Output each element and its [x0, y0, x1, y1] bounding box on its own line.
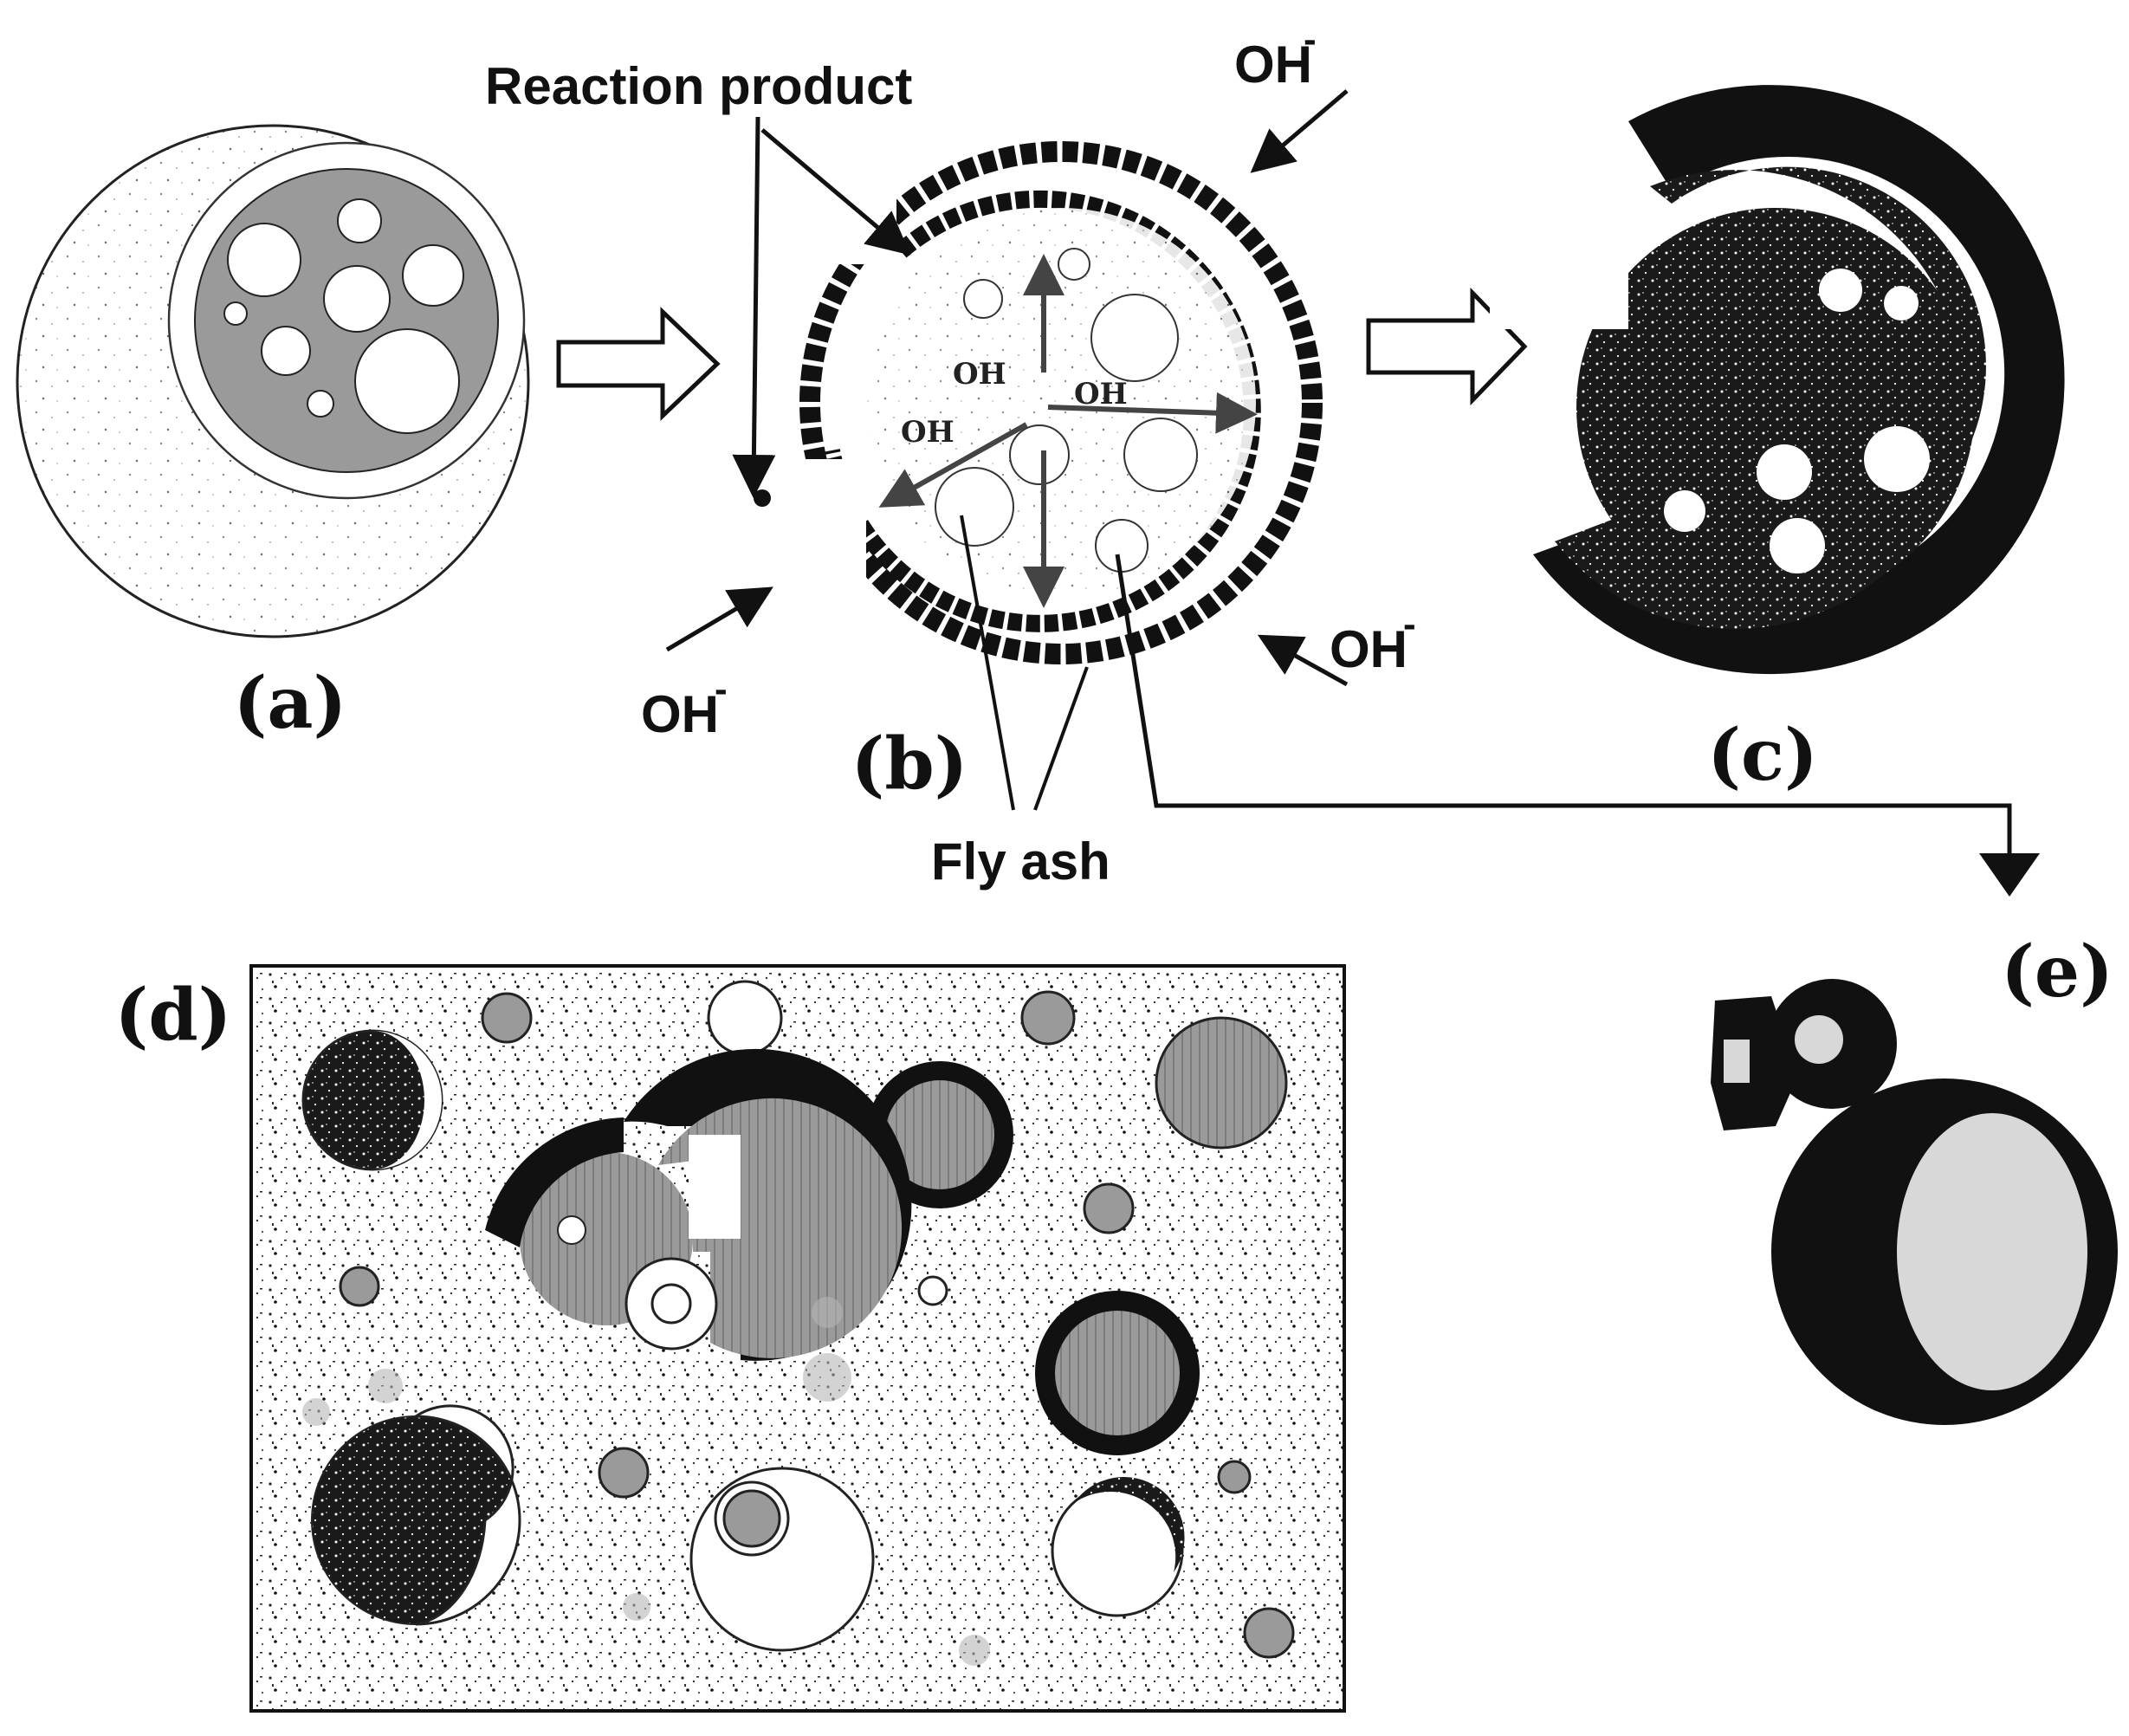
- label-a: (a): [234, 662, 347, 745]
- svg-text:-: -: [715, 668, 728, 710]
- reaction-product-leader-1: [732, 116, 776, 498]
- connector-arrowhead: [1979, 853, 2040, 897]
- panel-a-particle: [16, 124, 530, 638]
- fly-ash-to-e-connector: [1115, 554, 2012, 879]
- svg-text:OH: OH: [1330, 620, 1407, 678]
- panel-c-particle: [1490, 85, 2065, 675]
- label-b: (b): [851, 722, 968, 806]
- oh-ion-top-right: OH -: [1234, 18, 1349, 173]
- svg-text:OH: OH: [641, 685, 719, 743]
- reaction-product-label: Reaction product: [485, 57, 912, 115]
- panel-d-microstructure: [249, 964, 1346, 1713]
- panel-e-particles: [1711, 979, 2118, 1425]
- inner-oh-label-2: OH: [1074, 377, 1128, 411]
- inner-oh-label-1: OH: [953, 357, 1006, 392]
- label-c: (c): [1707, 714, 1818, 797]
- svg-text:-: -: [1304, 18, 1317, 61]
- inner-reaction-ring: [823, 190, 1261, 632]
- svg-text:-: -: [1403, 603, 1416, 645]
- fly-ash-label: Fly ash: [931, 832, 1110, 891]
- svg-text:OH: OH: [1234, 36, 1312, 94]
- label-d: (d): [115, 974, 232, 1057]
- oh-ion-bottom-left: OH -: [641, 586, 773, 743]
- fly-ash-leader-2: [1033, 666, 1089, 811]
- process-arrow-1: [556, 307, 721, 421]
- oh-ion-bottom-right: OH -: [1257, 603, 1416, 687]
- reaction-product-leader-2: [760, 128, 911, 256]
- process-arrow-2: [1366, 287, 1528, 406]
- fly-ash-leader-1: [960, 515, 1015, 811]
- label-e: (e): [2001, 930, 2113, 1014]
- outer-reaction-ring: [799, 141, 1323, 664]
- panel-b-particle: OH OH OH: [754, 141, 1323, 664]
- inner-oh-label-3: OH: [901, 415, 954, 450]
